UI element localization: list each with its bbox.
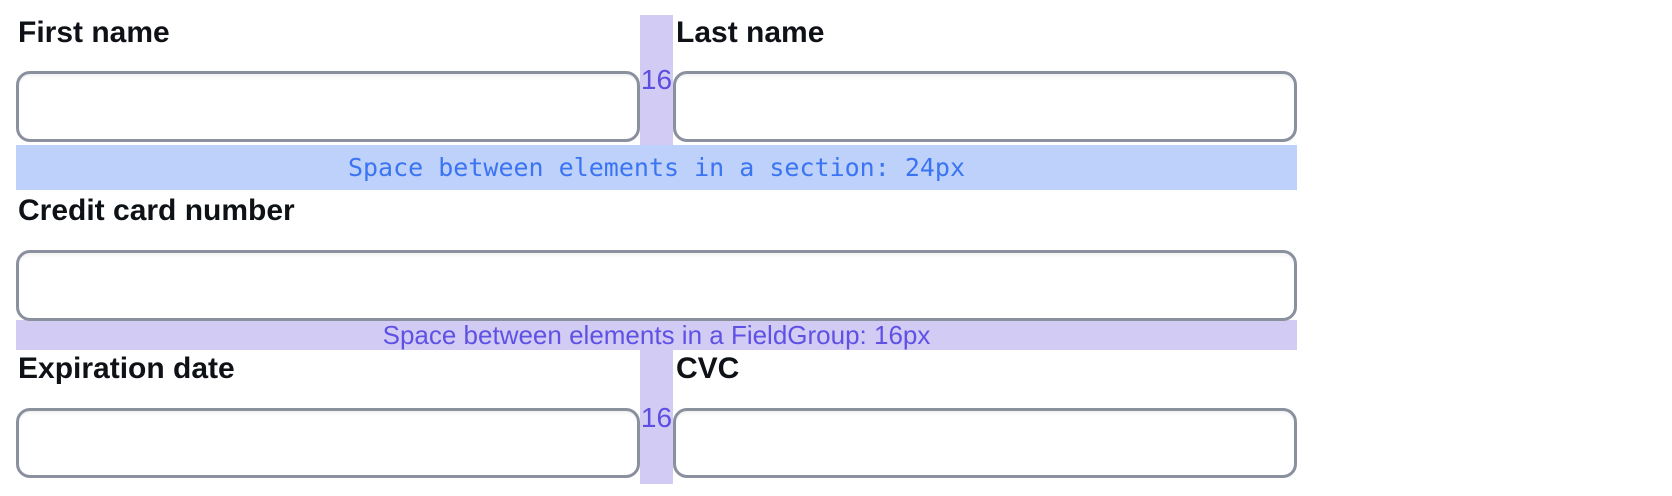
first-name-label: First name	[18, 16, 170, 49]
cvc-input[interactable]	[673, 408, 1297, 478]
fieldgroup-spacing-band: Space between elements in a FieldGroup: …	[16, 320, 1297, 350]
section-spacing-text: Space between elements in a section: 24p…	[347, 153, 966, 182]
gap-size-label-top: 16	[640, 64, 673, 95]
section-spacing-band: Space between elements in a section: 24p…	[16, 145, 1297, 190]
fieldgroup-spacing-text: Space between elements in a FieldGroup: …	[382, 319, 931, 350]
expiration-date-label: Expiration date	[18, 352, 235, 385]
last-name-input[interactable]	[673, 71, 1297, 142]
first-name-input[interactable]	[16, 71, 640, 142]
expiration-date-input[interactable]	[16, 408, 640, 478]
card-number-input[interactable]	[16, 250, 1297, 321]
cvc-label: CVC	[676, 352, 740, 385]
column-gap-highlight-bottom	[640, 350, 673, 484]
column-gap-highlight-top	[640, 15, 673, 145]
last-name-label: Last name	[676, 16, 825, 49]
card-number-label: Credit card number	[18, 194, 295, 227]
gap-size-label-bottom: 16	[640, 402, 673, 433]
